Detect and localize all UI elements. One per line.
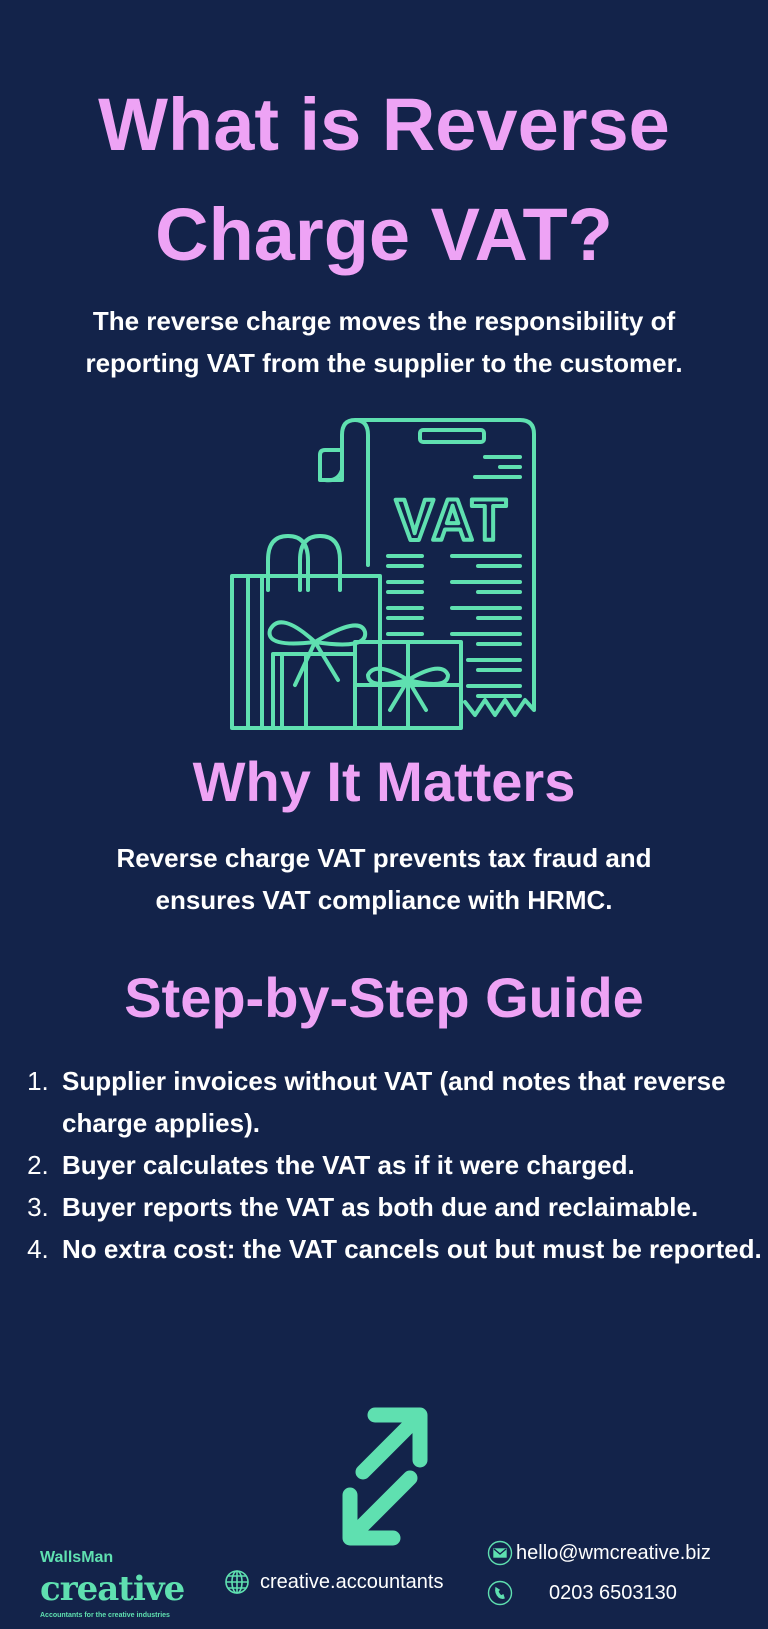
page-title: What is Reverse Charge VAT? — [0, 70, 768, 290]
step-item: Supplier invoices without VAT (and notes… — [56, 1060, 768, 1144]
vat-label: VAT — [395, 488, 508, 553]
phone-icon — [487, 1580, 513, 1606]
step-item: Buyer reports the VAT as both due and re… — [56, 1186, 768, 1228]
website-link[interactable]: creative.accountants — [260, 1571, 444, 1593]
why-heading: Why It Matters — [192, 750, 576, 813]
guide-heading: Step-by-Step Guide — [124, 966, 644, 1029]
step-item: No extra cost: the VAT cancels out but m… — [56, 1228, 768, 1270]
logo-tagline: Accountants for the creative industries — [40, 1612, 170, 1619]
email-link[interactable]: hello@wmcreative.biz — [516, 1542, 711, 1564]
phone-number[interactable]: 0203 6503130 — [549, 1582, 677, 1604]
why-line-2: ensures VAT compliance with HRMC. — [155, 885, 613, 915]
subtitle-line-1: The reverse charge moves the responsibil… — [92, 306, 676, 336]
subtitle: The reverse charge moves the responsibil… — [0, 300, 768, 384]
subtitle-line-2: reporting VAT from the supplier to the c… — [85, 348, 683, 378]
logo-top: WallsMan — [40, 1549, 114, 1566]
title-line-1: What is Reverse — [98, 83, 670, 166]
title-line-2: Charge VAT? — [155, 193, 613, 276]
why-line-1: Reverse charge VAT prevents tax fraud an… — [116, 843, 652, 873]
exchange-arrows-icon — [342, 1407, 428, 1546]
globe-icon — [225, 1570, 249, 1594]
step-item: Buyer calculates the VAT as if it were c… — [56, 1144, 768, 1186]
email-icon — [487, 1540, 513, 1566]
logo: WallsMan creative Accountants for the cr… — [40, 1548, 185, 1622]
vat-receipt-gifts-icon: VAT — [230, 418, 536, 730]
logo-main: creative — [40, 1569, 185, 1609]
steps-list: Supplier invoices without VAT (and notes… — [24, 1060, 768, 1270]
why-paragraph: Reverse charge VAT prevents tax fraud an… — [0, 837, 768, 921]
